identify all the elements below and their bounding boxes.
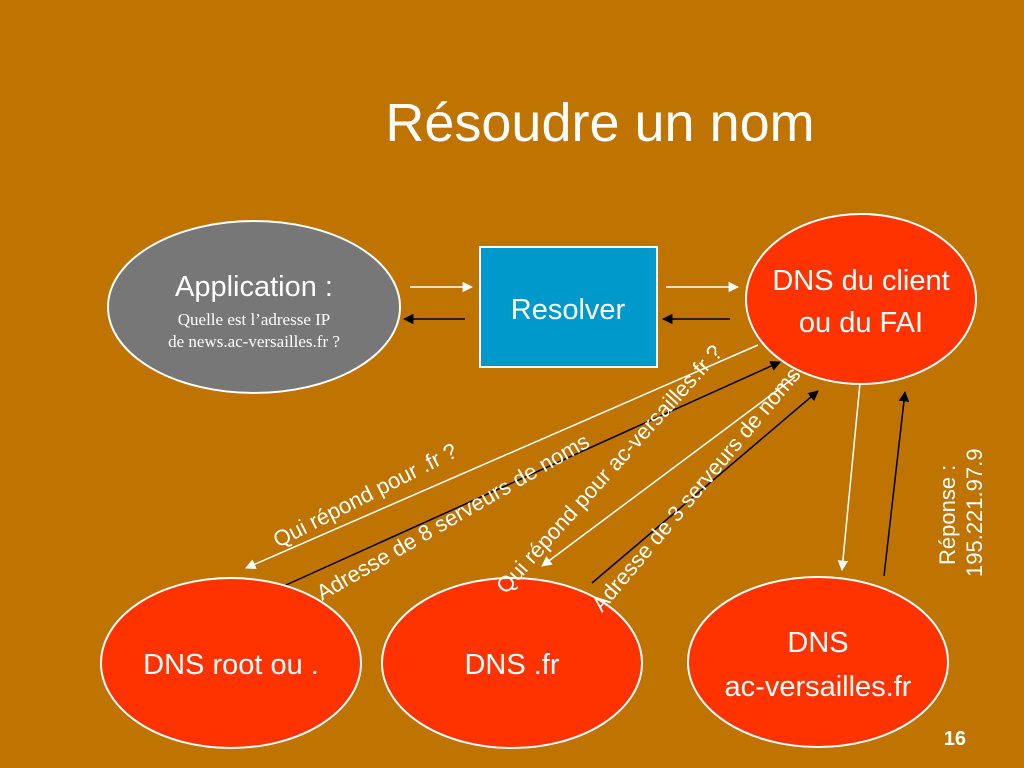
dns-client-node [745, 213, 977, 385]
label-reponse: Réponse : [935, 465, 960, 565]
page-number: 16 [943, 728, 966, 750]
arrow-query-root [245, 344, 759, 570]
application-node [107, 220, 401, 394]
dns-acv-line2: ac-versailles.fr [725, 671, 912, 703]
resolver-node [479, 246, 658, 368]
arrow-query-acv [837, 382, 861, 572]
application-title: Application : [175, 271, 333, 303]
dns-root-label: DNS root ou . [143, 649, 319, 681]
dns-acv-line1: DNS [787, 627, 848, 659]
arrow-answer-acv [883, 390, 910, 577]
arrow-answer-root [285, 361, 781, 586]
dns-acv-node [687, 576, 949, 748]
label-ip: 195.221.97.9 [962, 449, 987, 577]
arrow-answer-fr [591, 390, 819, 584]
dns-fr-label: DNS .fr [464, 649, 559, 681]
dns-root-node [100, 577, 362, 749]
arrow-query-fr [541, 376, 796, 567]
dns-fr-node [381, 577, 643, 749]
dns-client-line2: ou du FAI [799, 307, 923, 339]
application-line1: Quelle est l’adresse IP [178, 310, 330, 329]
resolver-label: Resolver [511, 294, 626, 326]
page-title: Résoudre un nom [385, 93, 815, 153]
application-line2: de news.ac-versailles.fr ? [168, 332, 340, 351]
dns-client-line1: DNS du client [772, 265, 949, 297]
